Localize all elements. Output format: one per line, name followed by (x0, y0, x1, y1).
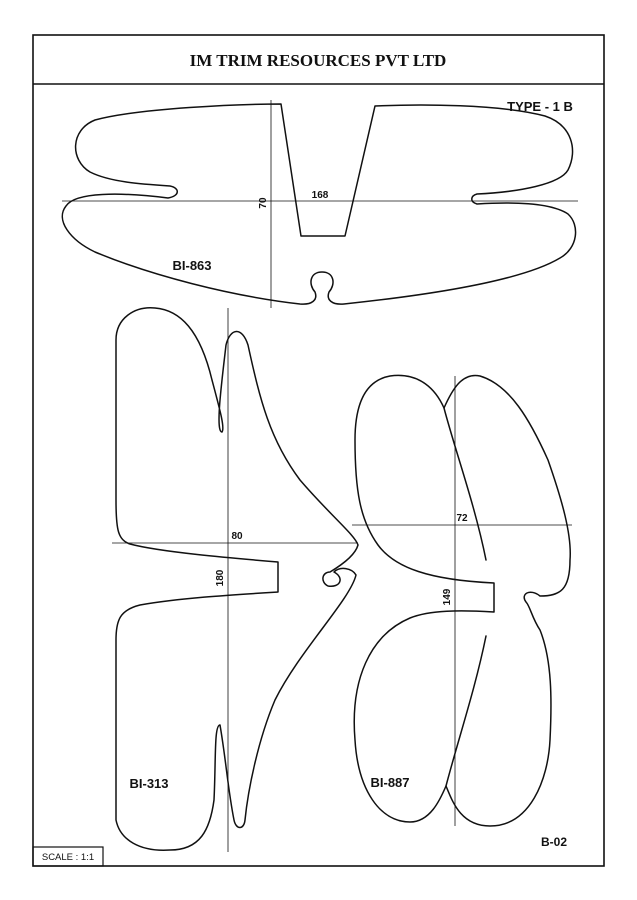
pattern-bi-313: 180 80 BI-313 (112, 307, 359, 852)
type-label: TYPE - 1 B (507, 99, 573, 114)
pattern-bi-887: 149 72 BI-887 (352, 374, 572, 827)
bi-863-width-value: 168 (312, 190, 329, 201)
bi-887-outline (353, 374, 572, 827)
bi-313-outline (115, 307, 359, 851)
bi-887-inner-trim-lower (445, 635, 487, 787)
bi-887-width-value: 72 (456, 513, 468, 524)
bi-887-height-value: 149 (442, 588, 453, 605)
bi-313-width-value: 80 (231, 531, 243, 542)
scale-box (32, 846, 104, 867)
pattern-bi-863: 70 168 BI-863 (61, 100, 578, 308)
bi-313-height-value: 180 (215, 569, 226, 586)
bi-887-inner-trim-upper (443, 407, 487, 561)
bi-887-part-number: BI-887 (370, 775, 409, 790)
sheet-border (32, 34, 605, 867)
sheet-code: B-02 (541, 835, 567, 849)
bi-313-part-number: BI-313 (129, 776, 168, 791)
bi-863-outline (61, 103, 577, 305)
bi-863-part-number: BI-863 (172, 258, 211, 273)
scale-label: SCALE : 1:1 (42, 852, 94, 863)
company-title: IM TRIM RESOURCES PVT LTD (190, 51, 447, 70)
bi-863-height-value: 70 (258, 197, 269, 209)
